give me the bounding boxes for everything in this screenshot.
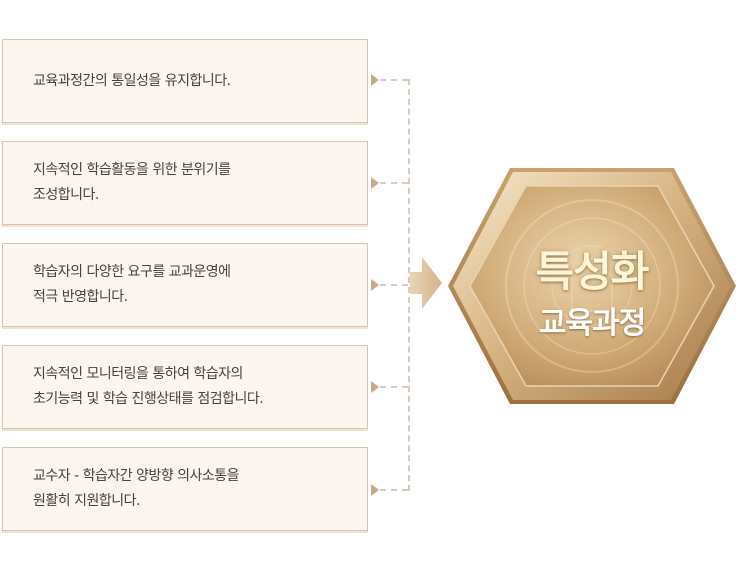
connector-line [380, 489, 408, 491]
item-box-3: 학습자의 다양한 요구를 교과운영에 적극 반영합니다. [2, 243, 368, 327]
specialized-curriculum-hexagon [448, 168, 736, 404]
item-arrow-icon [371, 381, 379, 393]
item-arrow-icon [371, 279, 379, 291]
hexagon-title: 특성화 [535, 247, 650, 296]
connector-line [380, 182, 408, 184]
item-text: 학습자의 다양한 요구를 교과운영에 적극 반영합니다. [33, 264, 231, 305]
connector-line [380, 386, 408, 388]
item-arrow-icon [371, 177, 379, 189]
item-text: 교육과정간의 통일성을 유지합니다. [33, 72, 231, 89]
item-text: 교수자 - 학습자간 양방향 의사소통을 원활히 지원합니다. [33, 468, 240, 509]
hexagon-subtitle: 교육과정 [538, 306, 646, 341]
item-box-2: 지속적인 학습활동을 위한 분위기를 조성합니다. [2, 141, 368, 225]
item-box-5: 교수자 - 학습자간 양방향 의사소통을 원활히 지원합니다. [2, 447, 368, 531]
university-seal-icon [505, 199, 679, 373]
item-arrow-icon [371, 74, 379, 86]
connector-spine [408, 79, 410, 491]
item-arrow-icon [371, 484, 379, 496]
item-box-1: 교육과정간의 통일성을 유지합니다. [2, 39, 368, 123]
connector-line [380, 79, 408, 81]
item-text: 지속적인 모니터링을 통하여 학습자의 초기능력 및 학습 진행상태를 점검합니… [33, 366, 264, 407]
item-text: 지속적인 학습활동을 위한 분위기를 조성합니다. [33, 162, 231, 203]
connector-line [380, 284, 408, 286]
flow-arrow-icon [410, 257, 442, 309]
item-box-4: 지속적인 모니터링을 통하여 학습자의 초기능력 및 학습 진행상태를 점검합니… [2, 345, 368, 429]
